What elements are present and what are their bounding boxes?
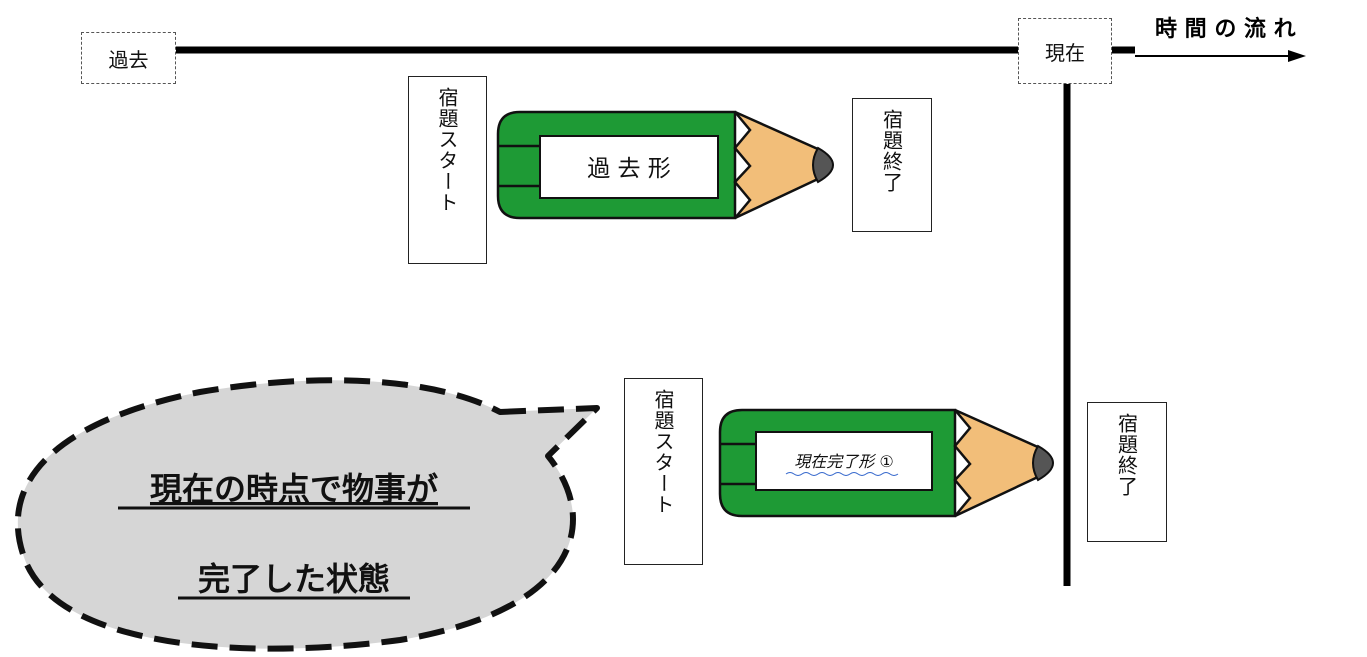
upper-pencil-lead	[812, 146, 834, 184]
upper-end-box: 宿題終了	[852, 98, 932, 232]
time-flow-label: 時 間 の 流 れ	[1155, 16, 1296, 42]
lower-start-label: 宿題スタート	[651, 389, 675, 515]
lower-pencil-label: 現在完了形 ①	[794, 452, 893, 471]
lower-start-box: 宿題スタート	[624, 378, 703, 565]
bubble-text-line2: 完了した状態	[198, 560, 390, 598]
speech-bubble	[14, 377, 600, 652]
upper-pencil-label-box	[539, 135, 719, 199]
upper-start-box: 宿題スタート	[408, 76, 487, 264]
bubble-text-line1: 現在の時点で物事が	[150, 470, 438, 508]
lower-end-label: 宿題終了	[1114, 413, 1139, 497]
upper-pencil	[496, 110, 834, 220]
upper-pencil-label: 過 去 形	[587, 156, 671, 182]
upper-end-label: 宿題終了	[879, 109, 904, 193]
lower-pencil	[718, 408, 1054, 518]
lower-end-box: 宿題終了	[1087, 402, 1167, 542]
past-label: 過去	[81, 32, 176, 84]
present-label: 現在	[1018, 18, 1112, 84]
timeline-arrowhead	[1288, 50, 1306, 62]
lower-pencil-lead	[1032, 444, 1054, 482]
lower-pencil-label-box	[755, 431, 933, 491]
upper-start-label: 宿題スタート	[435, 87, 459, 213]
speech-bubble-shape	[14, 377, 600, 652]
